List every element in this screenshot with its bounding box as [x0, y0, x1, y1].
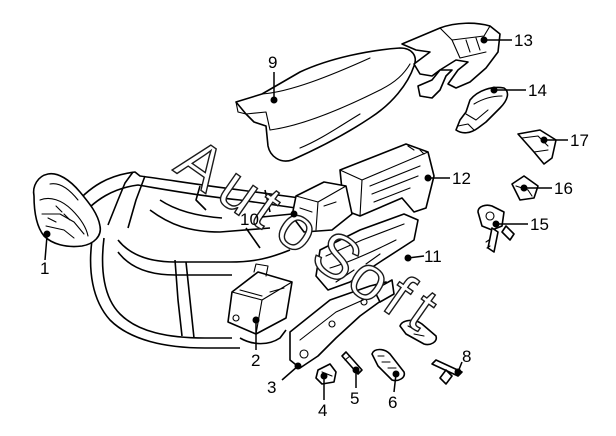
callout-dot-4	[320, 372, 328, 380]
callout-label-17: 17	[570, 131, 589, 150]
callout-dot-17	[540, 136, 548, 144]
callout-dot-5	[352, 366, 360, 374]
part-17-small-cover	[517, 129, 557, 165]
part-9-seat	[235, 47, 416, 162]
callout-label-8: 8	[462, 347, 471, 366]
part-14-tail-cover	[455, 86, 509, 134]
callout-label-3: 3	[267, 378, 276, 397]
callout-label-11: 11	[424, 247, 442, 266]
part-15-lock-set	[477, 204, 515, 253]
frame	[69, 171, 301, 349]
callout-dot-12	[424, 174, 432, 182]
footpeg-upper	[399, 319, 438, 346]
part-6-footpeg	[371, 348, 406, 382]
callout-label-15: 15	[530, 215, 549, 234]
callout-label-6: 6	[388, 393, 397, 412]
part-11-center-fairing	[315, 213, 419, 291]
callout-label-16: 16	[554, 179, 573, 198]
callout-label-10: 10	[240, 210, 259, 229]
callout-dot-1	[43, 230, 51, 238]
callout-label-12: 12	[452, 169, 471, 188]
callout-dot-3	[294, 362, 302, 370]
callout-label-13: 13	[514, 31, 533, 50]
callout-label-9: 9	[268, 53, 277, 72]
callout-dot-13	[480, 36, 488, 44]
part-13-rear-rack	[401, 22, 501, 99]
part-12-battery-tray	[339, 143, 435, 217]
part-1-front-fairing	[32, 172, 102, 248]
callout-label-1: 1	[40, 259, 49, 278]
callout-dot-14	[490, 86, 498, 94]
callout-dot-11	[404, 254, 412, 262]
callout-dot-6	[392, 370, 400, 378]
callout-dot-15	[492, 220, 500, 228]
callout-dot-2	[252, 316, 260, 324]
callout-dot-16	[520, 184, 528, 192]
callout-label-2: 2	[251, 351, 260, 370]
callouts: 1 2 3 4 5 6 8 9 10 1	[40, 31, 589, 420]
callout-label-5: 5	[350, 389, 359, 408]
callout-dot-8	[454, 368, 462, 376]
callout-label-4: 4	[318, 401, 327, 420]
callout-label-14: 14	[528, 81, 547, 100]
part-10-side-case	[291, 181, 353, 233]
watermark: A u t o S o f t	[163, 124, 450, 344]
part-2-control-unit	[227, 263, 293, 335]
callout-dot-10	[290, 210, 298, 218]
callout-dot-9	[270, 96, 278, 104]
